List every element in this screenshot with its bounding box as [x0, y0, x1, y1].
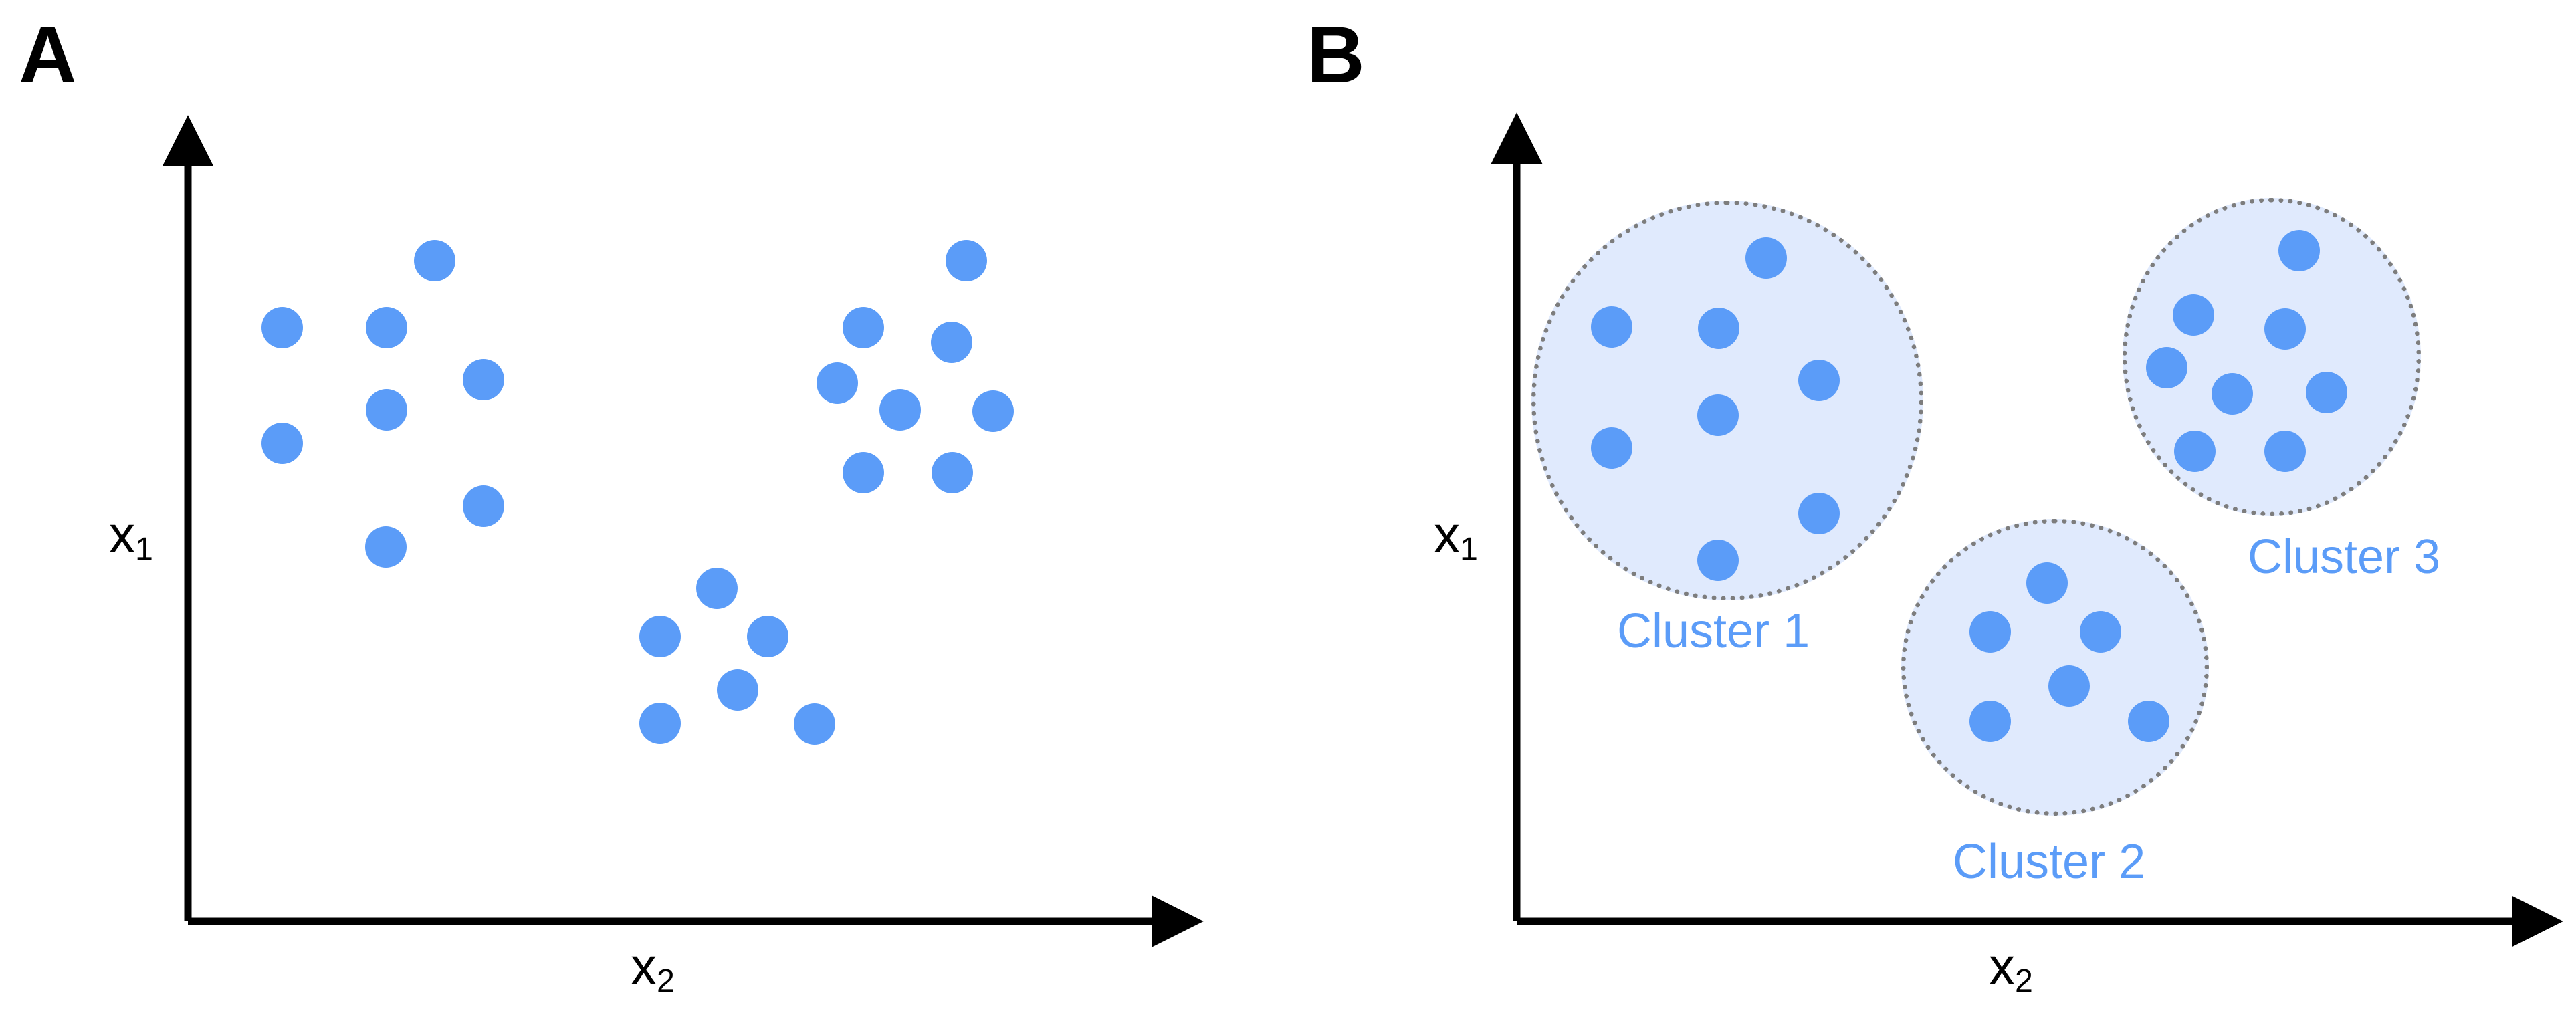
data-point: [2048, 665, 2090, 707]
data-point: [1798, 493, 1840, 534]
data-point: [843, 452, 884, 493]
data-point: [366, 307, 407, 348]
data-point: [261, 307, 303, 348]
y-axis-label-sub: 1: [135, 530, 153, 567]
data-point: [1698, 308, 1739, 349]
data-point: [2026, 562, 2068, 604]
x-axis-label-main: x: [631, 937, 657, 996]
data-point: [879, 389, 921, 431]
data-point: [366, 389, 407, 431]
data-point: [817, 362, 858, 404]
data-point: [946, 240, 987, 281]
data-point: [696, 568, 738, 609]
data-point: [261, 423, 303, 464]
cluster-label-1: Cluster 1: [1617, 604, 1810, 658]
data-point: [2174, 431, 2216, 472]
data-point: [2173, 294, 2214, 336]
data-point: [1591, 427, 1632, 469]
data-point: [2080, 611, 2121, 653]
data-point: [972, 390, 1014, 432]
data-point: [639, 703, 681, 744]
data-point: [717, 669, 758, 711]
panel-a: A x1 x2: [19, 10, 1204, 997]
data-point: [931, 322, 972, 363]
data-point: [843, 307, 884, 348]
data-point: [2146, 347, 2187, 388]
data-point: [747, 616, 788, 657]
x-axis-label-sub: 2: [2015, 962, 2033, 999]
panel-a-y-axis-label: x1: [109, 508, 153, 565]
data-point: [1591, 306, 1632, 348]
panel-b-x-axis-label: x2: [1989, 940, 2033, 997]
data-point: [794, 703, 835, 745]
data-point: [2264, 431, 2306, 472]
data-point: [1969, 701, 2011, 742]
data-point: [1697, 394, 1739, 436]
y-axis-label-main: x: [109, 505, 135, 564]
panel-b-axes: [1491, 112, 2563, 947]
data-point: [414, 240, 455, 281]
data-point: [1969, 611, 2011, 653]
panel-a-letter: A: [19, 10, 77, 100]
data-point: [2306, 372, 2347, 413]
data-point: [2278, 230, 2320, 271]
panel-b-y-axis-label: x1: [1434, 508, 1478, 565]
data-point: [463, 485, 504, 527]
data-point: [2264, 308, 2306, 350]
y-axis-label-main: x: [1434, 505, 1460, 564]
cluster-label-3: Cluster 3: [2248, 530, 2441, 584]
data-point: [365, 526, 407, 568]
data-point: [932, 452, 973, 493]
data-point: [463, 359, 504, 400]
y-axis-label-sub: 1: [1460, 530, 1478, 567]
panel-a-x-axis-label: x2: [631, 940, 675, 997]
panel-b-letter: B: [1307, 10, 1365, 100]
data-point: [1697, 540, 1739, 581]
x-axis-label-main: x: [1989, 937, 2015, 996]
x-axis-label-sub: 2: [657, 962, 675, 999]
panel-a-axes: [162, 115, 1204, 947]
data-point: [639, 616, 681, 657]
data-point: [1798, 360, 1840, 401]
data-point: [2212, 373, 2253, 415]
data-point: [2128, 701, 2169, 742]
cluster-label-2: Cluster 2: [1953, 835, 2146, 889]
data-point: [1745, 237, 1787, 279]
